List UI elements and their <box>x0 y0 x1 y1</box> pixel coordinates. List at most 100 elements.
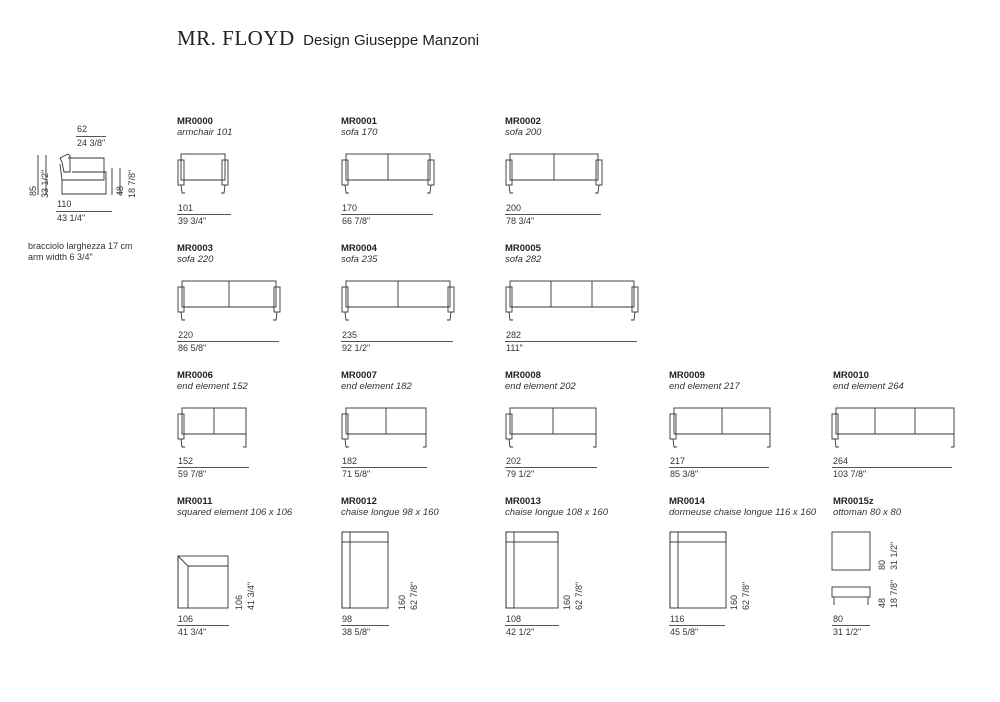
chaise-longue-108-drawing <box>505 531 559 609</box>
depth-cm: 62 <box>77 124 88 134</box>
product-name: end element 217 <box>669 381 740 392</box>
width-in: 111" <box>506 343 523 353</box>
product-name: chaise longue 108 x 160 <box>505 507 608 518</box>
product-code: MR0010 <box>833 370 869 381</box>
product-MR0002: MR0002 sofa 200 <box>505 116 665 138</box>
width-cm: 80 <box>833 614 844 624</box>
product-code: MR0005 <box>505 243 541 254</box>
dimension-rule <box>177 467 249 468</box>
product-code: MR0002 <box>505 116 541 127</box>
dimension-rule <box>177 341 279 342</box>
length-cm: 160 <box>729 594 739 610</box>
width-cm: 202 <box>506 456 522 466</box>
sofa-200-drawing <box>505 153 603 194</box>
product-code: MR0003 <box>177 243 213 254</box>
width-cm: 152 <box>178 456 194 466</box>
product-code: MR0004 <box>341 243 377 254</box>
product-name: chaise longue 98 x 160 <box>341 507 439 518</box>
armchair-drawing <box>177 153 229 194</box>
depth-in: 24 3/8" <box>77 138 106 148</box>
brand-name: MR. FLOYD <box>177 26 295 50</box>
product-name: sofa 220 <box>177 254 214 265</box>
product-name: armchair 101 <box>177 127 233 138</box>
squared-element-drawing <box>177 555 229 609</box>
dimension-rule <box>832 625 870 626</box>
width-cm: 200 <box>506 203 522 213</box>
seat-cm: 48 <box>115 185 125 196</box>
product-MR0015z: MR0015z ottoman 80 x 80 <box>833 496 993 518</box>
seat-in: 18 7/8" <box>127 169 137 198</box>
dimension-rule <box>505 341 637 342</box>
width-cm: 108 <box>506 614 522 624</box>
width-in: 59 7/8" <box>178 469 207 479</box>
width-cm: 282 <box>506 330 522 340</box>
dimension-rule <box>505 214 601 215</box>
product-code: MR0006 <box>177 370 213 381</box>
end-element-182-drawing <box>341 407 427 448</box>
width-cm: 110 <box>57 199 72 209</box>
width-cm: 106 <box>178 614 194 624</box>
width-rule <box>56 211 112 212</box>
product-code: MR0009 <box>669 370 705 381</box>
side-profile-drawing <box>37 153 121 195</box>
width-in: 79 1/2" <box>506 469 535 479</box>
product-code: MR0013 <box>505 496 541 507</box>
product-name: end element 182 <box>341 381 412 392</box>
chaise-longue-98-drawing <box>341 531 389 609</box>
product-MR0007: MR0007 end element 182 <box>341 370 501 392</box>
length-cm: 160 <box>562 594 572 610</box>
sofa-282-drawing <box>505 280 639 321</box>
product-code: MR0001 <box>341 116 377 127</box>
product-MR0012: MR0012 chaise longue 98 x 160 <box>341 496 501 518</box>
width-in: 39 3/4" <box>178 216 207 226</box>
width-in: 86 5/8" <box>178 343 207 353</box>
width-in: 66 7/8" <box>342 216 371 226</box>
width-in: 92 1/2" <box>342 343 371 353</box>
end-element-152-drawing <box>177 407 247 448</box>
end-element-202-drawing <box>505 407 597 448</box>
depth-cm: 106 <box>234 594 244 610</box>
width-cm: 217 <box>670 456 686 466</box>
product-name: sofa 282 <box>505 254 542 265</box>
width-in: 71 5/8" <box>342 469 371 479</box>
product-name: end element 264 <box>833 381 904 392</box>
width-cm: 182 <box>342 456 358 466</box>
product-code: MR0000 <box>177 116 213 127</box>
dimension-rule <box>669 467 769 468</box>
dimension-rule <box>832 467 952 468</box>
width-cm: 98 <box>342 614 353 624</box>
arm-width-note-en: arm width 6 3/4" <box>28 252 93 262</box>
product-MR0003: MR0003 sofa 220 <box>177 243 337 265</box>
dimension-rule <box>341 341 453 342</box>
ottoman-height-cm: 48 <box>877 597 887 608</box>
width-in: 31 1/2" <box>833 627 862 637</box>
ottoman-depth-in: 31 1/2" <box>889 541 899 570</box>
product-name: sofa 170 <box>341 127 378 138</box>
width-in: 78 3/4" <box>506 216 535 226</box>
ottoman-drawing <box>831 531 871 605</box>
product-MR0001: MR0001 sofa 170 <box>341 116 501 138</box>
product-MR0013: MR0013 chaise longue 108 x 160 <box>505 496 665 518</box>
product-name: sofa 235 <box>341 254 378 265</box>
width-cm: 220 <box>178 330 194 340</box>
length-in: 62 7/8" <box>741 581 751 610</box>
width-cm: 101 <box>178 203 194 213</box>
height-in: 33 1/2" <box>40 169 50 198</box>
width-cm: 235 <box>342 330 358 340</box>
dimension-rule <box>505 467 597 468</box>
dimension-rule <box>341 214 433 215</box>
dimension-rule <box>341 625 389 626</box>
product-MR0011: MR0011 squared element 106 x 106 <box>177 496 337 518</box>
product-code: MR0007 <box>341 370 377 381</box>
depth-in: 41 3/4" <box>246 581 256 610</box>
sofa-235-drawing <box>341 280 455 321</box>
width-in: 45 5/8" <box>670 627 699 637</box>
arm-width-note-it: bracciolo larghezza 17 cm <box>28 241 133 251</box>
arm-width-note: bracciolo larghezza 17 cm arm width 6 3/… <box>28 241 133 263</box>
width-in: 41 3/4" <box>178 627 207 637</box>
product-name: squared element 106 x 106 <box>177 507 293 518</box>
width-in: 85 3/8" <box>670 469 699 479</box>
product-MR0008: MR0008 end element 202 <box>505 370 665 392</box>
product-MR0000: MR0000 armchair 101 <box>177 116 337 138</box>
sofa-170-drawing <box>341 153 435 194</box>
